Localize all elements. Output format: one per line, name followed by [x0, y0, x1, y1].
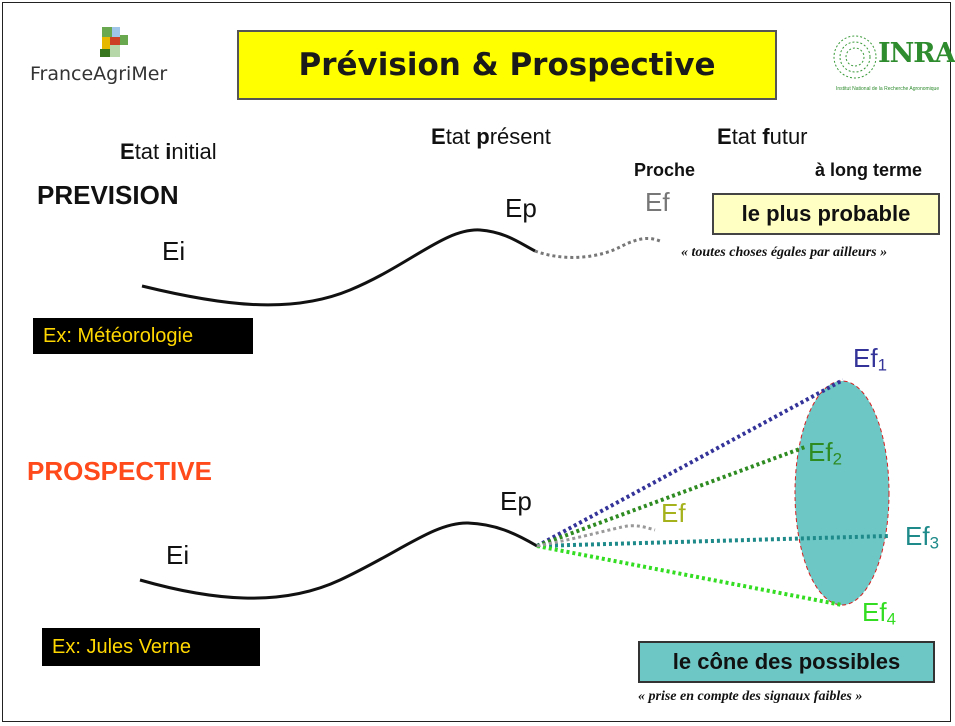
inra-logo-subtext: Institut National de la Recherche Agrono… [836, 86, 940, 92]
prospective-ei-label: Ei [166, 540, 190, 570]
prevision-past-curve [141, 228, 536, 307]
ef1-label: Ef1 [853, 343, 887, 375]
prevision-quote: « toutes choses égales par ailleurs » [681, 245, 888, 260]
slide-title: Prévision & Prospective [237, 30, 777, 100]
ef2-label: Ef2 [808, 437, 842, 469]
path-to-ef4 [536, 544, 843, 607]
prevision-ei-label: Ei [162, 236, 186, 266]
path-to-ef3 [536, 534, 889, 548]
cone-ellipse [794, 380, 890, 606]
path-to-ef1 [536, 378, 844, 548]
franceagrimer-emblem-icon [100, 27, 128, 57]
inra-emblem-icon [833, 35, 877, 79]
prevision-ep-label: Ep [505, 193, 537, 223]
header-etat-futur: Etat futur [717, 124, 808, 149]
franceagrimer-logo: FranceAgriMer [30, 25, 190, 95]
inra-logo-text: INRA [878, 38, 955, 69]
header-long-terme: à long terme [815, 160, 923, 180]
prevision-heading: PREVISION [37, 180, 179, 210]
prospective-ep-label: Ep [500, 486, 532, 516]
prevision-future-dotted [534, 236, 661, 259]
ef4-label: Ef4 [862, 597, 896, 629]
prospective-heading: PROSPECTIVE [27, 456, 212, 486]
prospective-past-curve [139, 521, 538, 600]
header-proche: Proche [634, 160, 696, 180]
prospective-ef-near-label: Ef [661, 498, 686, 528]
inra-logo: INRA Institut National de la Recherche A… [832, 30, 955, 100]
path-to-ef-near [536, 524, 656, 548]
path-to-ef2 [536, 445, 806, 548]
header-etat-initial: Etat initial [120, 139, 217, 164]
prospective-quote: « prise en compte des signaux faibles » [638, 689, 863, 704]
franceagrimer-logo-text: FranceAgriMer [30, 63, 168, 85]
probable-box: le plus probable [712, 193, 940, 235]
ef3-label: Ef3 [905, 521, 939, 553]
prevision-example: Ex: Météorologie [33, 318, 253, 354]
cone-box: le cône des possibles [638, 641, 935, 683]
header-etat-present: Etat présent [431, 124, 551, 149]
prevision-ef-label: Ef [645, 187, 670, 217]
prospective-example: Ex: Jules Verne [42, 628, 260, 666]
